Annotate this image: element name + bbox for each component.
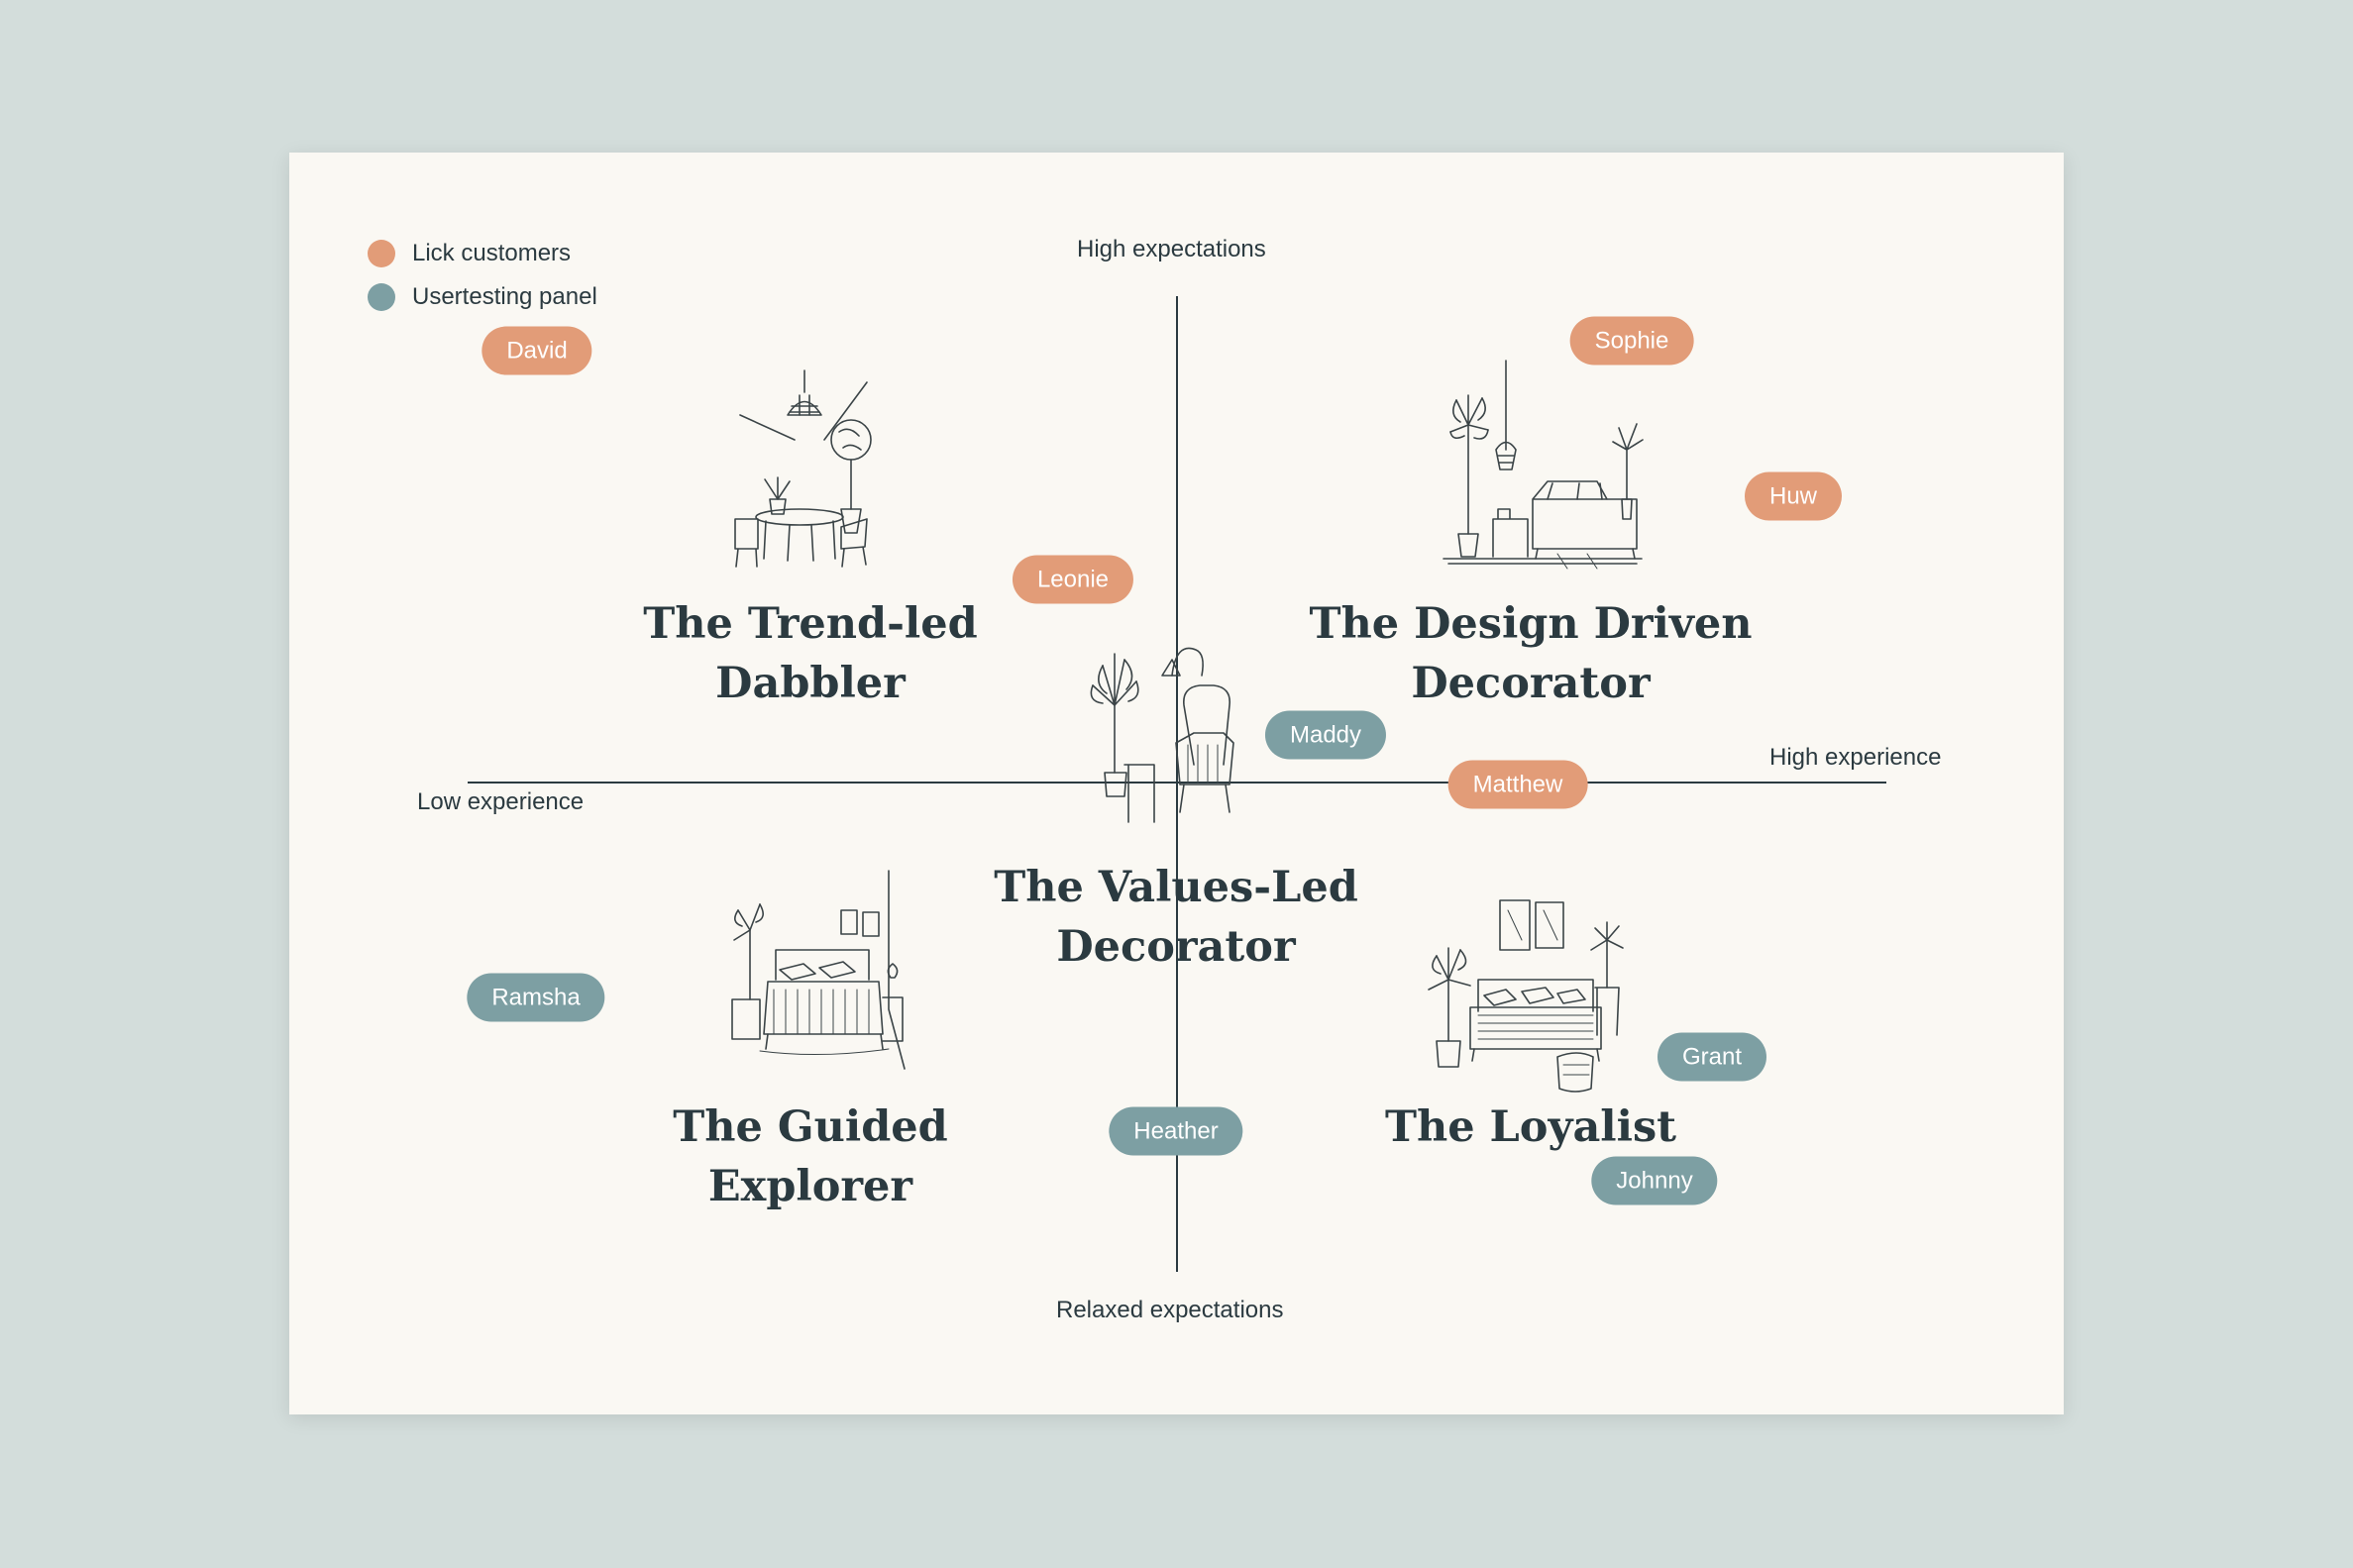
- person-pill-leonie: Leonie: [1012, 555, 1134, 604]
- persona-design-driven-decorator: The Design Driven Decorator: [1273, 594, 1788, 713]
- dining-room-sketch: [734, 369, 872, 568]
- axis-label-right: High experience: [1769, 744, 1942, 771]
- axis-label-left: Low experience: [417, 788, 585, 815]
- legend-label: Usertesting panel: [412, 283, 597, 310]
- legend-dot-usertesting: [368, 283, 395, 311]
- persona-title-line: The Design Driven: [1309, 599, 1753, 649]
- persona-guided-explorer: The Guided Explorer: [553, 1098, 1068, 1216]
- persona-title-line: The Loyalist: [1384, 1102, 1677, 1152]
- person-pill-ramsha: Ramsha: [467, 973, 605, 1022]
- persona-title-line: The Guided: [673, 1102, 948, 1152]
- persona-trend-led-dabbler: The Trend-led Dabbler: [553, 594, 1068, 713]
- person-pill-huw: Huw: [1744, 471, 1843, 521]
- persona-title-line: Decorator: [1411, 659, 1651, 708]
- person-pill-grant: Grant: [1657, 1032, 1767, 1082]
- person-pill-david: David: [481, 326, 592, 375]
- person-pill-johnny: Johnny: [1591, 1156, 1718, 1205]
- persona-title-line: The Trend-led: [643, 599, 978, 649]
- legend-label: Lick customers: [412, 240, 572, 266]
- axis-label-top: High expectations: [1077, 236, 1266, 262]
- persona-loyalist: The Loyalist: [1273, 1098, 1788, 1157]
- person-pill-heather: Heather: [1109, 1106, 1243, 1156]
- persona-title-line: Explorer: [707, 1162, 913, 1211]
- persona-title-line: The Values-Led: [994, 863, 1358, 912]
- axis-label-bottom: Relaxed expectations: [1056, 1297, 1284, 1323]
- legend-item-lick-customers: Lick customers: [368, 232, 597, 275]
- legend-dot-lick: [368, 240, 395, 267]
- person-pill-matthew: Matthew: [1447, 760, 1588, 809]
- bedroom-sketch: [731, 870, 906, 1070]
- living-room-sketch: [1443, 360, 1644, 570]
- armchair-plant-sketch: [1090, 647, 1234, 823]
- persona-matrix-card: Lick customers Usertesting panel High ex…: [289, 153, 2064, 1414]
- sofa-room-sketch: [1428, 899, 1624, 1093]
- legend: Lick customers Usertesting panel: [368, 232, 597, 319]
- vertical-axis: [1176, 296, 1178, 1272]
- persona-title-line: Dabbler: [715, 659, 906, 708]
- persona-values-led-decorator: The Values-Led Decorator: [918, 858, 1434, 977]
- person-pill-sophie: Sophie: [1569, 316, 1694, 366]
- persona-title-line: Decorator: [1056, 922, 1296, 972]
- person-pill-maddy: Maddy: [1264, 710, 1387, 760]
- legend-item-usertesting-panel: Usertesting panel: [368, 275, 597, 319]
